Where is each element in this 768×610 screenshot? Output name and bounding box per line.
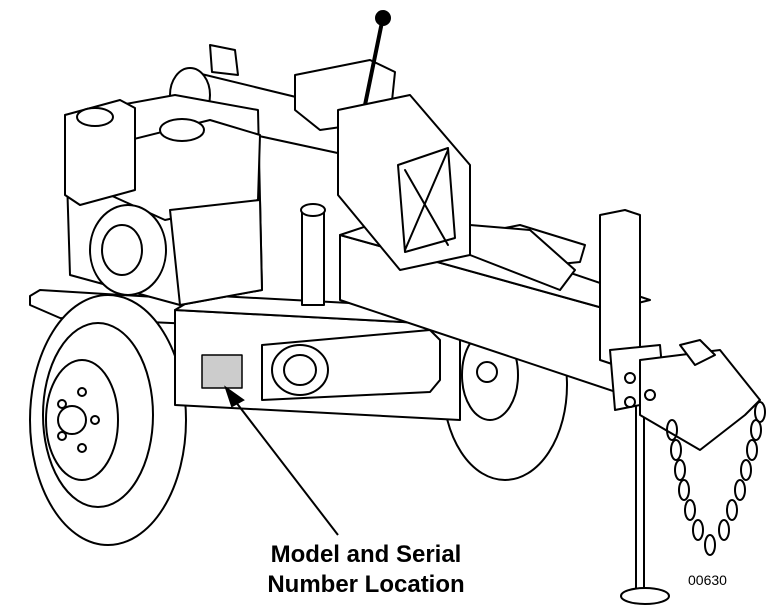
figure-number: 00630 (688, 572, 727, 588)
air-cleaner (64, 99, 136, 206)
log-cradle (469, 224, 576, 291)
lug-4 (57, 431, 67, 441)
tank-cap-inner (283, 354, 317, 386)
valve-lever (363, 20, 384, 107)
fuel-cap (159, 118, 205, 142)
serial-plate (201, 354, 243, 389)
wedge-x-1 (404, 169, 449, 246)
jack-tube (599, 209, 641, 366)
callout-line-2: Number Location (267, 571, 465, 598)
callout-arrow (224, 385, 339, 536)
lug-2 (90, 415, 100, 425)
wedge-x-2 (404, 149, 449, 251)
safety-chain (666, 401, 766, 556)
bolt-3 (644, 389, 656, 401)
left-hub (57, 405, 87, 435)
cylinder-mount (209, 44, 239, 76)
right-hub (476, 361, 498, 383)
engine-side (169, 199, 263, 306)
lug-1 (77, 387, 87, 397)
lug-3 (77, 443, 87, 453)
callout-line-1: Model and Serial (270, 541, 462, 568)
recoil-starter-inner (101, 224, 143, 276)
coupler-latch (679, 339, 716, 366)
lever-knob (375, 10, 391, 26)
bolt-2 (624, 396, 636, 408)
air-cleaner-cap (76, 107, 114, 127)
beam-post-cap (300, 203, 326, 217)
lug-5 (57, 399, 67, 409)
serial-number-callout: Model and Serial Number Location (236, 540, 496, 600)
hitch-coupler (639, 349, 761, 451)
beam-post (301, 209, 325, 306)
bolt-1 (624, 372, 636, 384)
jack-foot (620, 587, 670, 605)
